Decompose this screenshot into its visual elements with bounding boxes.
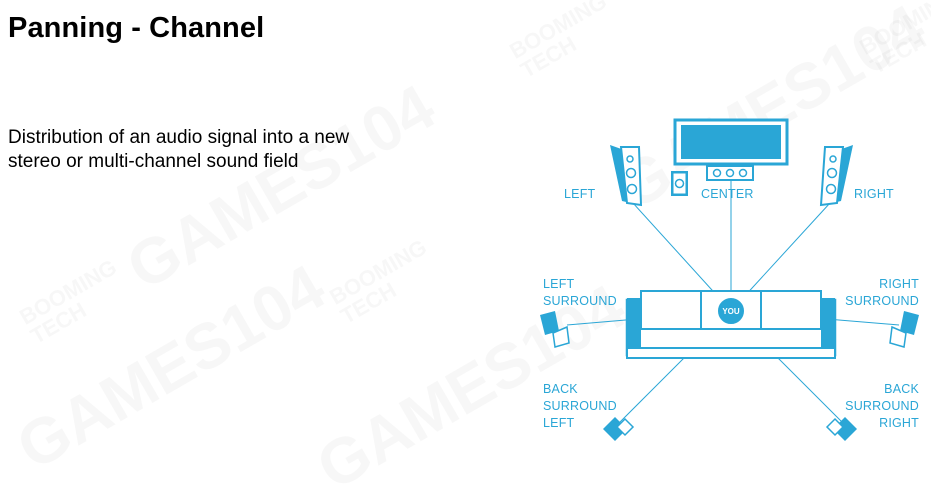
right-surround-speaker-icon <box>889 311 919 348</box>
center-speaker-icon <box>706 165 754 181</box>
label-back-left-1: BACK <box>543 382 578 396</box>
label-back-right-3: RIGHT <box>879 416 919 430</box>
label-center: CENTER <box>701 187 754 201</box>
label-right-surround-1: RIGHT <box>879 277 919 291</box>
watermark-games: GAMES104 <box>4 250 337 484</box>
label-right-surround-2: SURROUND <box>845 294 919 308</box>
you-label: YOU <box>722 307 740 316</box>
tv-icon <box>673 118 789 167</box>
listener-you-icon: YOU <box>716 296 746 326</box>
label-back-right-1: BACK <box>884 382 919 396</box>
back-left-speaker-icon <box>603 417 635 441</box>
subwoofer-icon <box>671 171 688 196</box>
label-back-left-3: LEFT <box>543 416 575 430</box>
left-tower-speaker-icon <box>610 145 643 207</box>
label-left-surround-2: SURROUND <box>543 294 617 308</box>
left-surround-speaker-icon <box>540 311 570 348</box>
watermark-games: GAMES104 <box>114 70 447 304</box>
slide-title: Panning - Channel <box>8 12 265 44</box>
description-line-2: stereo or multi-channel sound field <box>8 151 299 172</box>
label-back-left-2: SURROUND <box>543 399 617 413</box>
slide-description: Distribution of an audio signal into a n… <box>8 126 448 174</box>
back-right-speaker-icon <box>825 417 857 441</box>
right-tower-speaker-icon <box>819 145 853 207</box>
label-left-surround-1: LEFT <box>543 277 575 291</box>
label-back-right-2: SURROUND <box>845 399 919 413</box>
label-left: LEFT <box>564 187 596 201</box>
surround-sound-diagram: YOU LEFT CENTER RIGHT LEFT SURROUND RIGH… <box>515 105 931 462</box>
label-right: RIGHT <box>854 187 894 201</box>
description-line-1: Distribution of an audio signal into a n… <box>8 127 350 148</box>
